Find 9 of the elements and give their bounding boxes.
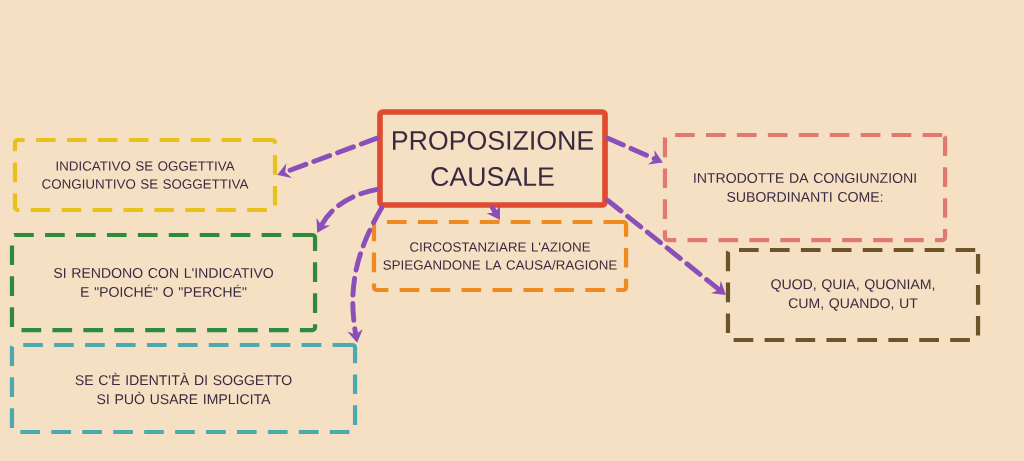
note-box: QUOD, QUIA, QUONIAM, CUM, QUANDO, UT	[725, 247, 981, 343]
title-box: PROPOSIZIONE CAUSALE	[377, 109, 608, 208]
arrow	[605, 198, 726, 295]
note-box: CIRCOSTANZIARE L'AZIONE SPIEGANDONE LA CAUSA/RAGIONE	[371, 219, 629, 293]
note-box: INDICATIVO SE OGGETTIVA CONGIUNTIVO SE SOGGETTIVA	[12, 137, 278, 213]
note-box: SE C'È IDENTITÀ DI SOGGETTO SI PUÒ USARE IMPLICITA	[9, 342, 358, 435]
arrow	[316, 186, 380, 233]
note-box: INTRODOTTE DA CONGIUNZIONI SUBORDINANTI COME:	[662, 132, 948, 243]
note-box: SI RENDONO CON L'INDICATIVO E "POICHÉ" O "PERCHÉ"	[9, 232, 318, 333]
